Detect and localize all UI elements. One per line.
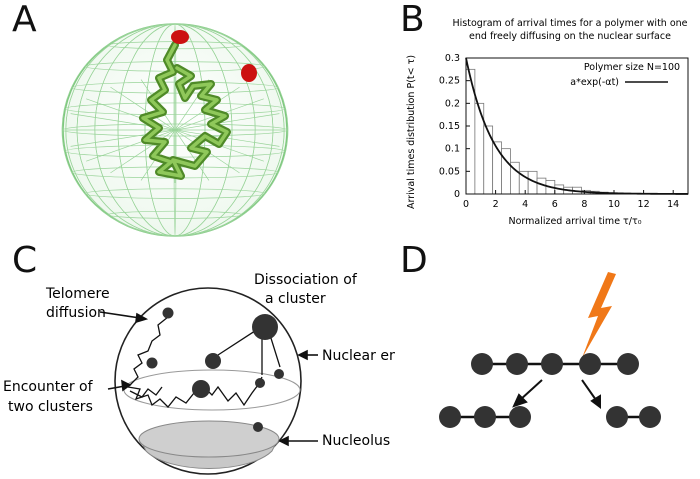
label-nucleolus: Nucleolus [322, 433, 390, 449]
y-tick-label: 0.15 [439, 121, 460, 132]
label-dissociation-line-1: Dissociation of [254, 272, 358, 288]
nuclear-envelope-circle [114, 287, 302, 475]
panel-d-letter: D [400, 240, 428, 281]
legend-entry-label: a*exp(-αt) [570, 77, 619, 88]
x-tick-label: 10 [608, 199, 620, 210]
telomere-node [274, 369, 284, 379]
y-tick-label: 0.3 [445, 53, 460, 64]
y-tick-label: 0.05 [439, 166, 460, 177]
lightning-bolt-icon [582, 272, 616, 358]
chart-title-line-1: Histogram of arrival times for a polymer… [452, 18, 687, 29]
x-tick-label: 6 [552, 199, 558, 210]
chain-node [639, 406, 661, 428]
y-tick-label: 0.25 [439, 76, 460, 87]
nucleolus-top [138, 420, 280, 458]
label-nuclear-envelope: Nuclear envelope [322, 348, 395, 364]
label-telomere-line-2: diffusion [46, 305, 106, 321]
telomere-red-marker [171, 30, 189, 44]
panel-b-histogram-chart: Histogram of arrival times for a polymer… [406, 18, 689, 227]
chart-title-line-2: end freely diffusing on the nuclear surf… [469, 31, 671, 42]
panel-a-letter: A [12, 0, 37, 40]
chart-x-axis-label: Normalized arrival time τ/τ₀ [508, 216, 641, 227]
telomere-node [255, 378, 265, 388]
panel-d-breakage-diagram [439, 272, 661, 428]
chart-y-axis-label: Arrival times distribution P(t< τ) [406, 55, 417, 209]
label-arrows [99, 311, 318, 447]
label-encounter-line-1: Encounter of [3, 379, 94, 395]
chain-node [617, 353, 639, 375]
panel-c-nucleus-diagram: Telomere diffusion Dissociation of a clu… [3, 272, 395, 475]
chain-node [509, 406, 531, 428]
panel-b-letter: B [400, 0, 425, 40]
panel-a-sphere-illustration [61, 23, 289, 237]
legend-title: Polymer size N=100 [584, 62, 680, 73]
exponential-fit-curve [465, 57, 688, 195]
chain-node [506, 353, 528, 375]
cluster-node [205, 353, 221, 369]
x-tick-label: 4 [522, 199, 528, 210]
y-tick-label: 0 [454, 189, 460, 200]
y-tick-label: 0.1 [445, 144, 460, 155]
label-encounter-line-2: two clusters [8, 399, 93, 415]
split-arrows [512, 379, 601, 409]
telomere-paths [127, 316, 263, 408]
telomere-node [253, 422, 263, 432]
chain-node [541, 353, 563, 375]
telomere-node [146, 357, 158, 369]
x-tick-label: 12 [638, 199, 650, 210]
x-tick-label: 2 [493, 199, 499, 210]
telomere-red-marker [241, 64, 257, 82]
chain-node [439, 406, 461, 428]
mesh-sphere [61, 23, 289, 237]
label-telomere-line-1: Telomere [45, 286, 110, 302]
arrow-lines [217, 328, 281, 375]
chain-node [474, 406, 496, 428]
x-tick-label: 8 [581, 199, 587, 210]
cluster-node [192, 380, 210, 398]
label-dissociation-line-2: a cluster [265, 291, 326, 307]
polymer-chain [139, 41, 231, 180]
chain-node [471, 353, 493, 375]
x-tick-label: 0 [463, 199, 469, 210]
cluster-node-large [252, 314, 278, 340]
panel-c-letter: C [12, 240, 38, 281]
chain-node [579, 353, 601, 375]
chain-node [606, 406, 628, 428]
x-tick-label: 14 [667, 199, 679, 210]
y-tick-label: 0.2 [445, 98, 460, 109]
telomere-node [162, 307, 174, 319]
